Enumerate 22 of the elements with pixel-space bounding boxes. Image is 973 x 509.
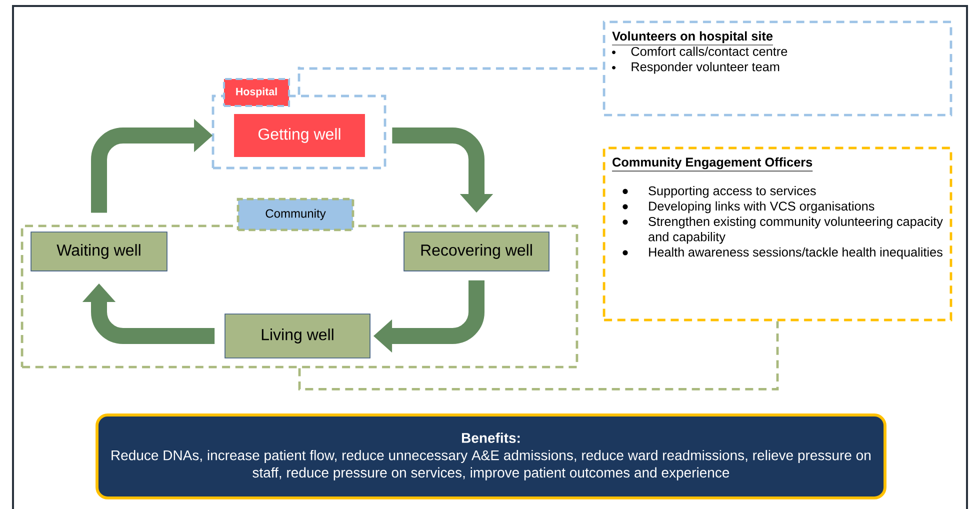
stage-box: Recovering well: [404, 232, 550, 272]
bullet-item: Strengthen existing community volunteering capacity and capability: [648, 216, 943, 244]
stage-box: Getting well: [234, 114, 365, 157]
info-box: [602, 20, 952, 116]
heading: Benefits:: [462, 432, 520, 443]
stage-box: Waiting well: [30, 232, 168, 272]
connector-line: [298, 66, 603, 95]
connector-line: [298, 321, 779, 390]
bullet-item: Supporting access to services: [648, 186, 816, 198]
tag-label: Hospital: [222, 78, 290, 107]
tag-label: Community: [236, 198, 354, 232]
benefits-text: Reduce DNAs, increase patient flow, reduce unnecessary A&E admissions, reduce ward readmissions, relieve pressure on staff, reduce pressure on services, improve patient outcomes and experience: [112, 450, 870, 480]
heading: Volunteers on hospital site: [612, 31, 774, 46]
bullet-item: Developing links with VCS organisations: [649, 201, 874, 214]
heading: Community Engagement Officers: [612, 157, 813, 172]
bullet-item: Comfort calls/contact centre: [631, 46, 788, 56]
info-box: [602, 146, 952, 322]
stage-box: Living well: [224, 314, 370, 358]
bullet-item: Responder volunteer team: [632, 62, 780, 74]
benefits-banner: [96, 414, 886, 500]
bullet-item: Health awareness sessions/tackle health inequalities: [649, 247, 942, 260]
zone-frame: [20, 224, 578, 368]
